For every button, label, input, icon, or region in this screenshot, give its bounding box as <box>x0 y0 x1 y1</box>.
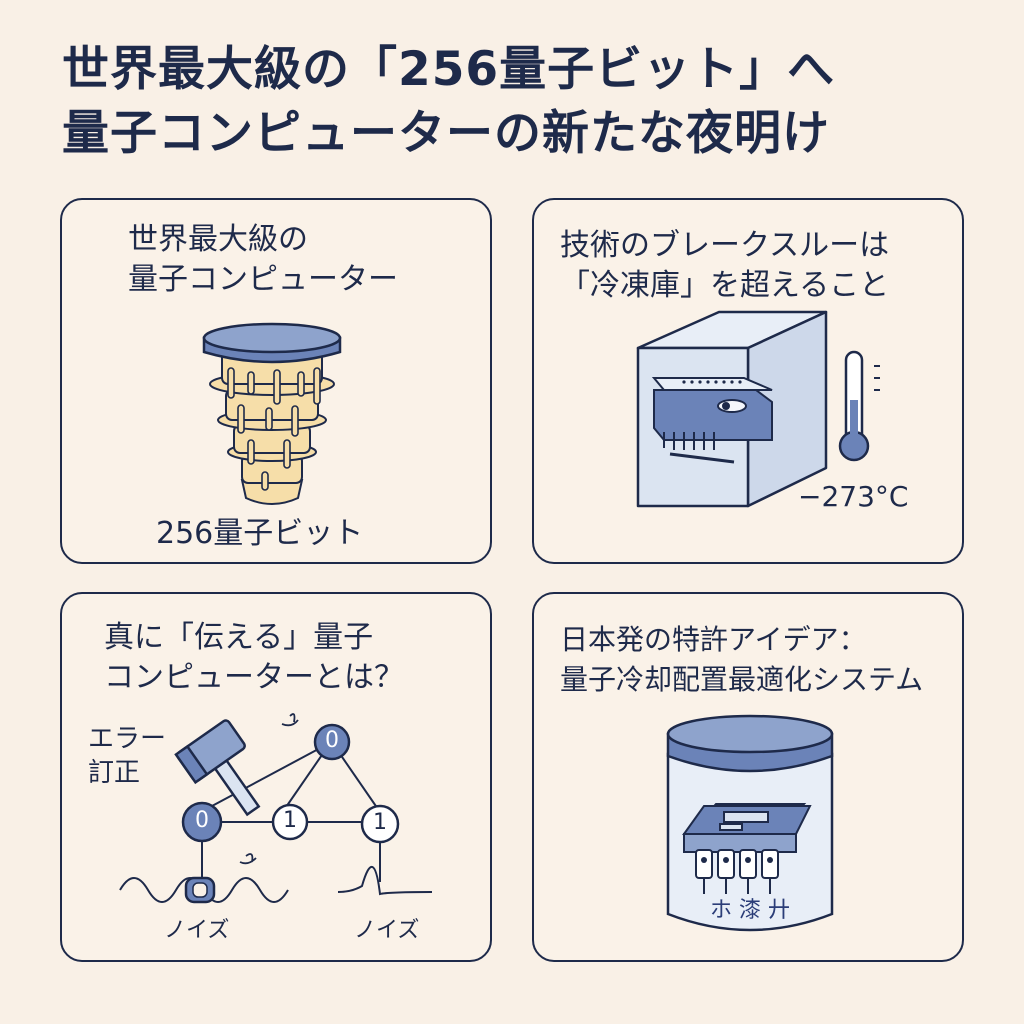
freezer-cube-icon <box>636 310 828 508</box>
error-label-line-1: エラー <box>88 724 167 754</box>
card-breakthrough: 技術のブレークスルーは 「冷凍庫」を超えること <box>532 198 964 564</box>
card-error-correction: 真に「伝える」量子 コンピューターとは？ エラー 訂正 <box>60 592 492 962</box>
noise-label-right: ノイズ <box>354 918 420 943</box>
card-1-title-line-1: 世界最大級の <box>128 222 308 257</box>
card-3-title-line-2: コンピューターとは？ <box>104 660 404 695</box>
card-1-title: 世界最大級の 量子コンピューター <box>128 220 398 300</box>
error-label-line-2: 訂正 <box>88 758 141 788</box>
card-patent-idea: 日本発の特許アイデア： 量子冷却配置最適化システム <box>532 592 964 962</box>
temperature-label: −273°C <box>798 480 909 513</box>
card-2-title: 技術のブレークスルーは 「冷凍庫」を超えること <box>560 226 889 306</box>
qubit-network-diagram <box>119 713 433 904</box>
card-quantum-computer: 世界最大級の 量子コンピューター <box>60 198 492 564</box>
card-4-title-line-2: 量子冷却配置最適化システム <box>560 663 924 696</box>
error-correction-label: エラー 訂正 <box>88 722 166 790</box>
card-4-title-line-1: 日本発の特許アイデア： <box>560 623 867 656</box>
jar-label-text: ホ 漆 廾 <box>710 898 790 923</box>
card-2-title-line-2: 「冷凍庫」を超えること <box>560 268 890 303</box>
node-0-top: 0 <box>325 728 339 753</box>
chandelier-icon <box>202 322 342 505</box>
page-title-line-1: 世界最大級の「256量子ビット」へ <box>62 42 836 97</box>
card-1-title-line-2: 量子コンピューター <box>128 262 398 297</box>
page-title: 世界最大級の「256量子ビット」へ 量子コンピューターの新たな夜明け <box>62 38 982 166</box>
thermometer-icon <box>838 350 880 462</box>
card-3-title: 真に「伝える」量子 コンピューターとは？ <box>104 618 404 698</box>
noise-label-left: ノイズ <box>164 918 230 943</box>
qubit-count-caption: 256量子ビット <box>156 516 364 551</box>
cooling-jar-icon <box>666 714 834 932</box>
card-2-title-line-1: 技術のブレークスルーは <box>560 228 890 263</box>
card-3-title-line-1: 真に「伝える」量子 <box>104 620 374 655</box>
node-1-center: 1 <box>283 808 297 833</box>
node-0-left: 0 <box>195 808 209 833</box>
card-4-title: 日本発の特許アイデア： 量子冷却配置最適化システム <box>560 620 923 700</box>
page-title-line-2: 量子コンピューターの新たな夜明け <box>62 106 830 161</box>
node-1-right: 1 <box>373 810 387 835</box>
